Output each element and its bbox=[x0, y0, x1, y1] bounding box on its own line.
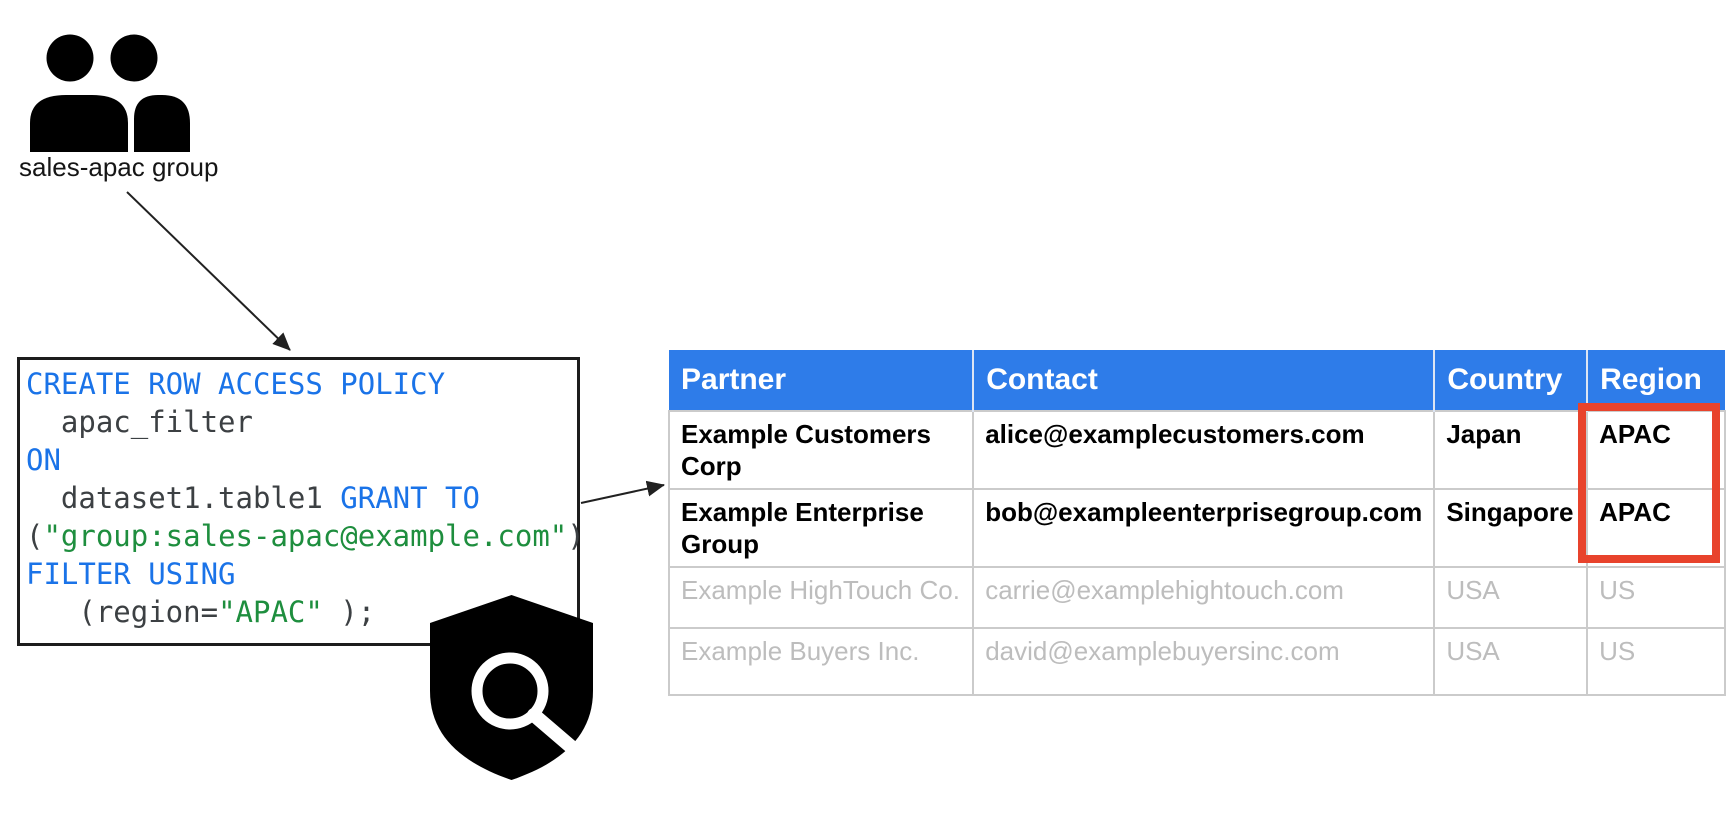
sql-keyword: FILTER USING bbox=[26, 557, 236, 591]
cell-contact: carrie@examplehightouch.com bbox=[972, 566, 1436, 629]
code-line: CREATE ROW ACCESS POLICY bbox=[26, 365, 571, 403]
people-group-icon bbox=[30, 34, 190, 152]
cell-region: APAC bbox=[1586, 410, 1726, 490]
row-access-policy-code-box: CREATE ROW ACCESS POLICY apac_filter ON … bbox=[17, 357, 585, 646]
arrow-policy-to-table bbox=[580, 480, 665, 504]
partner-table: Partner Contact Country Region Example C… bbox=[667, 350, 1726, 696]
cell-region: US bbox=[1586, 566, 1726, 629]
code-line: FILTER USING bbox=[26, 555, 571, 593]
magnifier-lens bbox=[471, 652, 549, 730]
sql-punctuation: ) bbox=[567, 519, 585, 553]
table-row: Example Enterprise Group bob@exampleente… bbox=[667, 488, 1726, 568]
sql-punctuation: (region= bbox=[26, 595, 219, 629]
table-row: Example HighTouch Co. carrie@examplehigh… bbox=[667, 566, 1726, 629]
shield-search-icon bbox=[430, 595, 593, 780]
cell-country: USA bbox=[1433, 627, 1589, 696]
column-header-contact: Contact bbox=[972, 350, 1435, 411]
cell-contact: alice@examplecustomers.com bbox=[972, 410, 1436, 490]
cell-partner: Example Buyers Inc. bbox=[667, 627, 975, 696]
cell-country: Japan bbox=[1433, 410, 1589, 490]
group-label: sales-apac group bbox=[19, 152, 219, 182]
column-header-partner: Partner bbox=[669, 350, 974, 411]
sql-string: "APAC" bbox=[218, 595, 323, 629]
cell-partner: Example Enterprise Group bbox=[667, 488, 975, 568]
table-row: Example Customers Corp alice@examplecust… bbox=[667, 410, 1726, 490]
table-header-row: Partner Contact Country Region bbox=[669, 350, 1725, 411]
sql-identifier: dataset1.table1 bbox=[26, 481, 341, 515]
cell-contact: bob@exampleenterprisegroup.com bbox=[972, 488, 1436, 568]
code-line: (region="APAC" ); bbox=[26, 593, 571, 631]
column-header-region: Region bbox=[1586, 350, 1725, 411]
cell-contact: david@examplebuyersinc.com bbox=[972, 627, 1436, 696]
cell-partner: Example HighTouch Co. bbox=[667, 566, 975, 629]
code-line: apac_filter bbox=[26, 403, 571, 441]
sql-string: "group:sales-apac@example.com" bbox=[43, 519, 568, 553]
cell-region: APAC bbox=[1586, 488, 1726, 568]
column-header-country: Country bbox=[1433, 350, 1588, 411]
table-row: Example Buyers Inc. david@examplebuyersi… bbox=[667, 627, 1726, 696]
sql-keyword: CREATE ROW ACCESS POLICY bbox=[26, 367, 446, 401]
cell-country: USA bbox=[1433, 566, 1589, 629]
code-line: ON bbox=[26, 441, 571, 479]
sql-keyword: GRANT TO bbox=[340, 481, 480, 515]
sql-punctuation: ( bbox=[26, 519, 44, 553]
magnifier-handle bbox=[527, 708, 583, 758]
sql-keyword: ON bbox=[26, 443, 61, 477]
cell-partner: Example Customers Corp bbox=[667, 410, 975, 490]
cell-country: Singapore bbox=[1433, 488, 1589, 568]
code-line: dataset1.table1 GRANT TO bbox=[26, 479, 571, 517]
sql-identifier: apac_filter bbox=[26, 405, 253, 439]
cell-region: US bbox=[1586, 627, 1726, 696]
sql-punctuation: ); bbox=[322, 595, 376, 629]
code-line: ("group:sales-apac@example.com") bbox=[26, 517, 585, 555]
arrow-group-to-policy bbox=[126, 191, 291, 351]
